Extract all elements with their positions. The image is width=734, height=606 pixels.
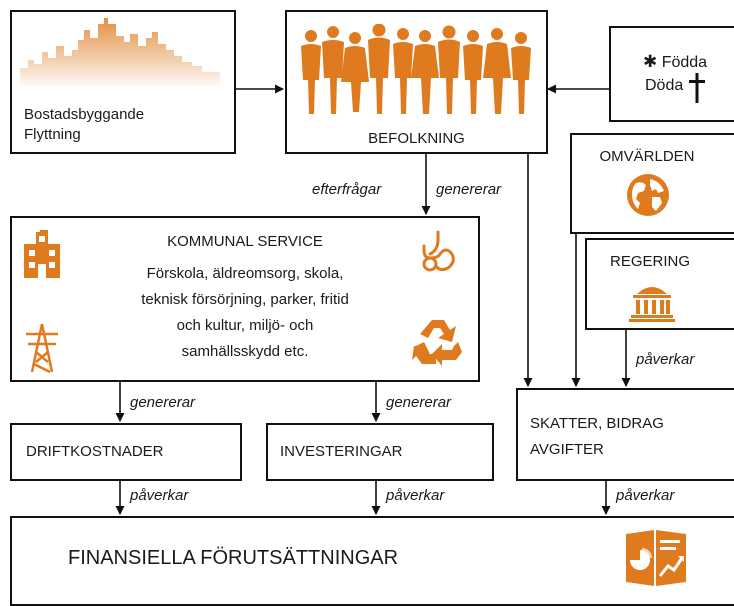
edge-label-paverkar-drift: påverkar bbox=[130, 487, 189, 504]
cross-icon bbox=[689, 73, 705, 103]
doda-label: Döda bbox=[645, 77, 684, 94]
edge-label-efterfragar: efterfrågar bbox=[312, 181, 382, 198]
invest-title: INVESTERINGAR bbox=[280, 443, 403, 460]
edge-label-paverkar-regering: påverkar bbox=[636, 351, 695, 368]
drift-title: DRIFTKOSTNADER bbox=[26, 443, 164, 460]
box-befolkning: BEFOLKNING bbox=[285, 10, 548, 154]
box-regering: REGERING bbox=[585, 238, 734, 330]
kommunal-line-2: teknisk försörjning, parker, fritid bbox=[141, 291, 349, 308]
power-pylon-icon bbox=[26, 323, 58, 374]
regering-title: REGERING bbox=[609, 253, 690, 270]
report-chart-icon bbox=[626, 530, 686, 586]
government-building-icon bbox=[629, 287, 675, 322]
skatter-line2: AVGIFTER bbox=[530, 441, 604, 458]
bostad-line1: Bostadsbyggande bbox=[24, 106, 145, 123]
city-skyline-icon bbox=[20, 18, 220, 86]
kommunal-line-3: och kultur, miljö- och bbox=[176, 317, 314, 334]
kommunal-line-4: samhällsskydd etc. bbox=[181, 343, 309, 360]
edge-label-genererar-top: genererar bbox=[436, 181, 502, 198]
box-kommunal-service: KOMMUNAL SERVICE Förskola, äldreomsorg, … bbox=[10, 216, 480, 382]
kommunal-line-1: Förskola, äldreomsorg, skola, bbox=[146, 265, 344, 282]
box-skatter: SKATTER, BIDRAG AVGIFTER bbox=[516, 388, 734, 481]
box-finansiella: FINANSIELLA FÖRUTSÄTTNINGAR bbox=[10, 516, 734, 606]
asterisk-icon: ✱ bbox=[643, 52, 658, 71]
globe-icon bbox=[627, 174, 669, 216]
box-fodda-doda: ✱ Födda Döda bbox=[609, 26, 734, 122]
box-bostadsbyggande: Bostadsbyggande Flyttning bbox=[10, 10, 236, 154]
edge-label-genererar-invest: genererar bbox=[386, 394, 452, 411]
school-building-icon bbox=[24, 230, 60, 278]
stethoscope-icon bbox=[422, 230, 455, 272]
skatter-line1: SKATTER, BIDRAG bbox=[530, 415, 664, 432]
edge-label-paverkar-invest: påverkar bbox=[386, 487, 445, 504]
edge-label-paverkar-skatter: påverkar bbox=[616, 487, 675, 504]
recycle-icon bbox=[412, 320, 462, 366]
befolkning-title: BEFOLKNING bbox=[368, 130, 465, 147]
edge-label-genererar-drift: genererar bbox=[130, 394, 196, 411]
bostad-line2: Flyttning bbox=[24, 126, 81, 143]
omvarlden-title: OMVÄRLDEN bbox=[599, 148, 695, 165]
kommunal-title: KOMMUNAL SERVICE bbox=[167, 233, 323, 250]
fodda-label: Födda bbox=[661, 54, 708, 71]
box-driftkostnader: DRIFTKOSTNADER bbox=[10, 423, 242, 481]
box-omvarlden: OMVÄRLDEN bbox=[570, 133, 734, 234]
finans-title: FINANSIELLA FÖRUTSÄTTNINGAR bbox=[68, 547, 399, 569]
box-investeringar: INVESTERINGAR bbox=[266, 423, 494, 481]
people-crowd-icon bbox=[301, 24, 531, 114]
